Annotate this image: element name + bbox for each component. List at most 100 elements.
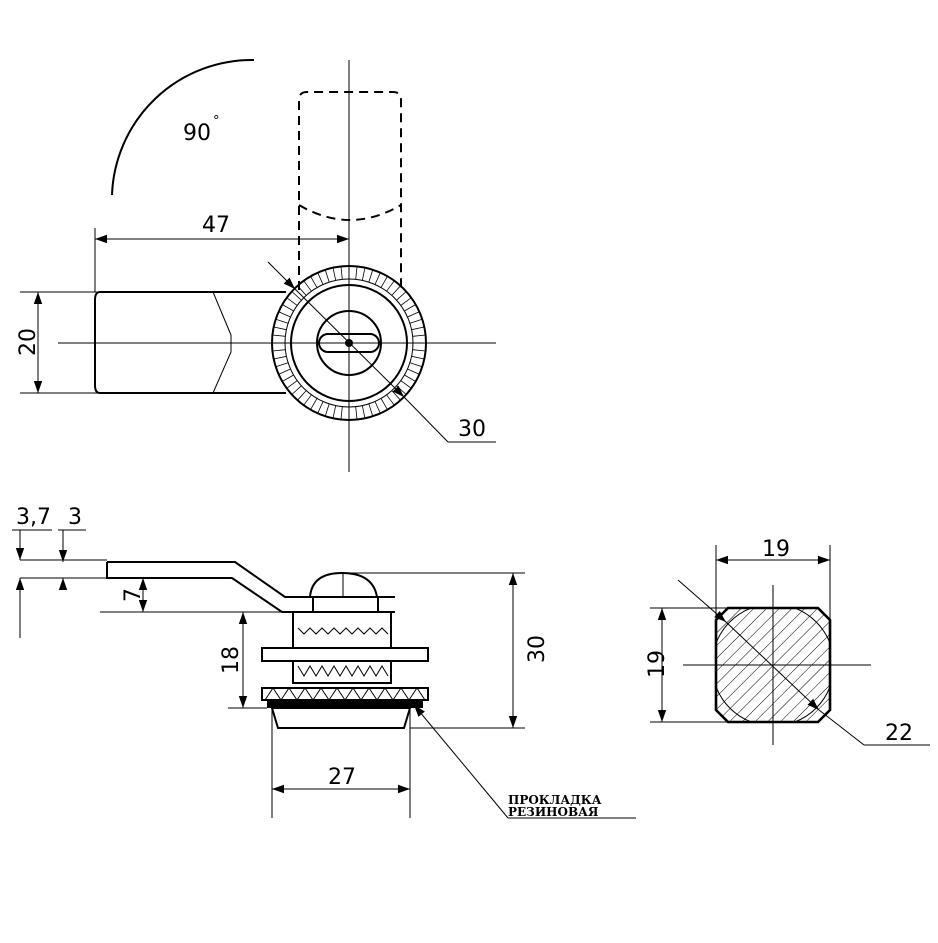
knurl-tick bbox=[411, 326, 425, 331]
knurl-tick bbox=[273, 355, 287, 360]
knurl-tick bbox=[407, 311, 420, 318]
angle-degree-sign: ° bbox=[213, 114, 220, 129]
knurl-tick bbox=[282, 304, 294, 312]
dim-22-leader-start bbox=[677, 579, 727, 623]
knurl-tick bbox=[273, 326, 287, 331]
thread-lower bbox=[297, 665, 389, 677]
knurl-tick bbox=[278, 311, 291, 318]
cylinder-core bbox=[316, 310, 382, 376]
knurl-tick bbox=[400, 380, 412, 389]
knurl-tick bbox=[404, 304, 416, 312]
knurl-tick bbox=[317, 401, 324, 414]
knurl-tick bbox=[407, 368, 420, 375]
knurl-tick bbox=[391, 285, 401, 296]
serrated-washer bbox=[261, 687, 429, 701]
dim-19w-label: 19 bbox=[762, 537, 790, 562]
cylinder-body bbox=[290, 284, 408, 402]
gasket-label-line2: РЕЗИНОВАЯ bbox=[508, 805, 599, 819]
dim-47-label: 47 bbox=[202, 213, 230, 238]
dim-22-leader bbox=[725, 621, 820, 711]
dim-20-label: 20 bbox=[16, 328, 41, 356]
knurl-tick bbox=[400, 297, 412, 306]
dim-3-label: 3 bbox=[68, 505, 82, 530]
thread-upper bbox=[297, 627, 389, 635]
threaded-shank bbox=[292, 660, 392, 684]
knurl-tick bbox=[297, 390, 307, 401]
knurl-tick bbox=[291, 291, 302, 301]
nut-plate bbox=[261, 647, 429, 662]
knurl-tick bbox=[291, 385, 302, 395]
rubber-gasket bbox=[267, 701, 423, 708]
knurl-tick bbox=[409, 362, 423, 368]
knurl-tick bbox=[411, 355, 425, 360]
rotated-lever-outline bbox=[298, 91, 402, 290]
dim-30-leader bbox=[294, 288, 405, 398]
knurl-tick bbox=[275, 362, 289, 368]
knurl-tick bbox=[404, 374, 416, 382]
knurl-tick bbox=[303, 394, 312, 406]
knurl-tick bbox=[396, 291, 407, 301]
knurl-tick bbox=[396, 385, 407, 395]
key-slot bbox=[318, 333, 380, 353]
dim-22-leader-tail bbox=[818, 709, 865, 746]
flange bbox=[270, 707, 412, 729]
top-view: 90 ° 47 20 30 bbox=[16, 58, 496, 472]
knurl-tick bbox=[380, 398, 388, 410]
dome-head bbox=[309, 571, 378, 598]
knurl-tick bbox=[317, 272, 324, 285]
knurl-tick bbox=[297, 285, 307, 296]
side-view: 3,7 3 7 18 30 27 ПРОКЛАДКА РЕЗИНОВАЯ bbox=[12, 505, 636, 819]
knurl-tick bbox=[355, 266, 358, 280]
rotated-lever-curve bbox=[298, 204, 402, 221]
dim-19h-label: 19 bbox=[645, 650, 670, 678]
lever-outline bbox=[94, 291, 286, 394]
lever-bend-line bbox=[212, 291, 232, 394]
knurl-tick bbox=[272, 349, 286, 352]
washer-teeth bbox=[264, 687, 426, 701]
knurl-tick bbox=[275, 318, 289, 324]
knurl-tick bbox=[412, 349, 426, 352]
knurl-tick bbox=[324, 403, 330, 417]
dim-22-label: 22 bbox=[885, 721, 913, 746]
knurl-tick bbox=[272, 334, 286, 337]
knurl-tick bbox=[361, 267, 366, 281]
knurl-tick bbox=[386, 280, 395, 292]
angle-label: 90 bbox=[183, 121, 211, 146]
knurl-tick bbox=[278, 368, 291, 375]
section-outline bbox=[714, 606, 832, 724]
knurl-tick bbox=[332, 267, 337, 281]
knurl-ticks bbox=[272, 266, 426, 420]
dim-18-label: 18 bbox=[219, 646, 244, 674]
knurl-tick bbox=[286, 297, 298, 306]
knurl-tick bbox=[310, 398, 318, 410]
knurl-tick bbox=[409, 318, 423, 324]
knurl-tick bbox=[355, 406, 358, 420]
knurl-tick bbox=[380, 276, 388, 288]
gasket-leader bbox=[413, 704, 509, 819]
gasket-label-line1: ПРОКЛАДКА bbox=[508, 793, 602, 807]
knurl-tick bbox=[374, 272, 381, 285]
knurl-tick bbox=[340, 266, 343, 280]
dim-3-7-label: 3,7 bbox=[16, 505, 51, 530]
dim-30-leader-top bbox=[267, 261, 296, 290]
lever-profile bbox=[106, 561, 395, 613]
knurl-tick bbox=[286, 380, 298, 389]
knurl-tick bbox=[332, 405, 337, 419]
small-collar bbox=[312, 596, 379, 613]
knurl-tick bbox=[368, 269, 374, 283]
dim-30-leader-tail bbox=[403, 396, 449, 443]
knurl-tick bbox=[324, 269, 330, 283]
dim-7-label: 7 bbox=[121, 588, 146, 602]
knurl-tick bbox=[361, 405, 366, 419]
knurl-tick bbox=[282, 374, 294, 382]
section-view: 19 19 22 bbox=[645, 537, 930, 746]
dim-27-label: 27 bbox=[328, 765, 356, 790]
dim-30h-label: 30 bbox=[525, 635, 550, 663]
knurl-tick bbox=[310, 276, 318, 288]
knurl-tick bbox=[374, 401, 381, 414]
rotation-arc bbox=[111, 58, 255, 196]
knurl-tick bbox=[303, 280, 312, 292]
knurl-tick bbox=[412, 334, 426, 337]
knurl-tick bbox=[386, 394, 395, 406]
